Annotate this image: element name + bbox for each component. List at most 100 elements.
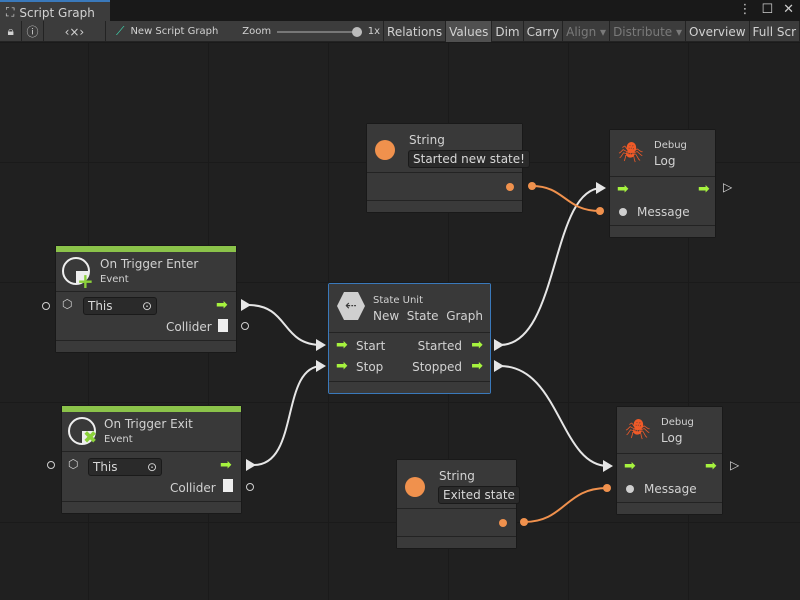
log1-message-port[interactable] (596, 207, 604, 215)
carry-button[interactable]: Carry (524, 21, 564, 42)
distribute-dropdown[interactable]: Distribute ▾ (610, 21, 687, 42)
graph-icon: ⟋ (116, 24, 125, 38)
string-node-started[interactable]: String Started new state! (366, 123, 530, 213)
string2-out-port[interactable] (520, 518, 528, 526)
start-label: Start (356, 339, 386, 353)
collider-out-port[interactable] (246, 483, 254, 491)
tab-script-graph[interactable]: ⛶Script Graph (0, 0, 110, 21)
log2-in-port[interactable] (603, 460, 613, 472)
x-icon: ✖ (83, 428, 98, 448)
trigger-exit-out-port[interactable] (246, 459, 256, 471)
started-out-port[interactable] (494, 339, 504, 351)
node-subtitle: Event (100, 274, 129, 285)
target-field[interactable]: This⊙ (88, 458, 162, 476)
started-arrow[interactable]: ➡ (471, 337, 483, 353)
node-title: Log (661, 431, 683, 445)
graph-name[interactable]: New Script Graph (130, 26, 219, 37)
log2-message-port[interactable] (603, 484, 611, 492)
trigger-output-arrow[interactable]: ➡ (220, 457, 232, 473)
string-out-port-dot (499, 519, 507, 527)
overview-button[interactable]: Overview (686, 21, 750, 42)
dim-button[interactable]: Dim (492, 21, 524, 42)
object-picker-icon: ⊙ (141, 299, 152, 313)
zoom-value: 1x (367, 26, 381, 37)
close-icon[interactable]: ✕ (783, 2, 794, 17)
align-dropdown[interactable]: Align ▾ (563, 21, 611, 42)
event-accent-bar (56, 246, 236, 252)
node-title: New State Graph (373, 309, 484, 323)
full-screen-button[interactable]: Full Scr (750, 21, 800, 42)
string-type-icon (405, 477, 425, 497)
node-title: String (409, 133, 445, 147)
plus-icon: + (77, 269, 94, 293)
trigger-enter-icon (62, 257, 90, 285)
tab-bar: ⛶Script Graph ⋮ ☐ ✕ (0, 0, 800, 21)
bug-icon: 🕷︎ (625, 417, 651, 441)
node-subtitle: State Unit (373, 295, 424, 306)
state-unit-icon: ⇠ (337, 292, 365, 320)
lock-icon[interactable]: 🔒︎ (0, 21, 23, 42)
start-arrow[interactable]: ➡ (336, 337, 348, 353)
string-type-icon (375, 140, 395, 160)
log1-in-port[interactable] (596, 182, 606, 194)
variables-icon[interactable]: ‹×› (44, 21, 107, 42)
started-label: Started (417, 339, 462, 353)
node-title: String (439, 469, 475, 483)
enter-arrow[interactable]: ➡ (624, 458, 636, 474)
message-port-dot (619, 208, 627, 216)
stop-in-port[interactable] (316, 360, 326, 372)
stopped-arrow[interactable]: ➡ (471, 358, 483, 374)
stopped-label: Stopped (412, 360, 462, 374)
wire-exit-stop (253, 365, 323, 466)
collider-out-port[interactable] (241, 322, 249, 330)
message-port-dot (626, 485, 634, 493)
node-subtitle: Debug (654, 140, 687, 151)
log1-out-port[interactable]: ▷ (723, 180, 733, 194)
string-node-exited[interactable]: String Exited state (396, 459, 520, 549)
node-subtitle: Event (104, 434, 133, 445)
more-menu-icon[interactable]: ⋮ (738, 2, 752, 17)
object-picker-icon: ⊙ (146, 460, 157, 474)
string-value-field[interactable]: Exited state (438, 486, 520, 504)
trigger-enter-out-port[interactable] (241, 299, 251, 311)
exit-arrow[interactable]: ➡ (705, 458, 717, 474)
maximize-icon[interactable]: ☐ (761, 2, 774, 17)
enter-arrow[interactable]: ➡ (617, 181, 629, 197)
gameobject-icon: ⬡ (68, 457, 79, 471)
hierarchy-icon: ⛶ (6, 5, 15, 19)
collider-output-label: Collider (170, 481, 216, 495)
target-input-port[interactable] (47, 461, 55, 469)
zoom-label: Zoom (242, 26, 272, 37)
node-subtitle: Debug (661, 417, 694, 428)
wire-stopped-log2 (499, 365, 609, 467)
exit-arrow[interactable]: ➡ (698, 181, 710, 197)
debug-log-node-2[interactable]: 🕷︎ Debug Log ➡ ➡ Message (616, 406, 723, 515)
node-title: On Trigger Enter (100, 257, 199, 271)
state-unit-node[interactable]: ⇠ State Unit New State Graph ➡ Start ➡ S… (328, 283, 491, 394)
wire-string2-message (523, 487, 608, 523)
node-title: Log (654, 154, 676, 168)
relations-button[interactable]: Relations (384, 21, 447, 42)
string1-out-port[interactable] (528, 182, 536, 190)
document-icon (223, 479, 233, 492)
gameobject-icon: ⬡ (62, 297, 73, 311)
target-field[interactable]: This⊙ (83, 297, 157, 315)
stopped-out-port[interactable] (494, 360, 504, 372)
wire-started-log1 (499, 187, 603, 346)
document-icon (218, 319, 228, 332)
message-label: Message (644, 482, 697, 496)
start-in-port[interactable] (316, 339, 326, 351)
stop-arrow[interactable]: ➡ (336, 358, 348, 374)
string-value-field[interactable]: Started new state! (408, 150, 530, 168)
on-trigger-enter-node[interactable]: + On Trigger Enter Event ⬡ This⊙ ➡ Colli… (55, 245, 237, 353)
trigger-output-arrow[interactable]: ➡ (216, 297, 228, 313)
info-icon[interactable]: ⓘ (22, 21, 44, 42)
wire-string1-message (531, 185, 601, 212)
debug-log-node-1[interactable]: 🕷︎ Debug Log ➡ ➡ Message (609, 129, 716, 238)
values-button[interactable]: Values (446, 21, 493, 42)
target-input-port[interactable] (42, 302, 50, 310)
log2-out-port[interactable]: ▷ (730, 458, 740, 472)
string-out-port-dot (506, 183, 514, 191)
on-trigger-exit-node[interactable]: ✖ On Trigger Exit Event ⬡ This⊙ ➡ Collid… (61, 405, 242, 514)
zoom-slider[interactable] (277, 26, 362, 37)
